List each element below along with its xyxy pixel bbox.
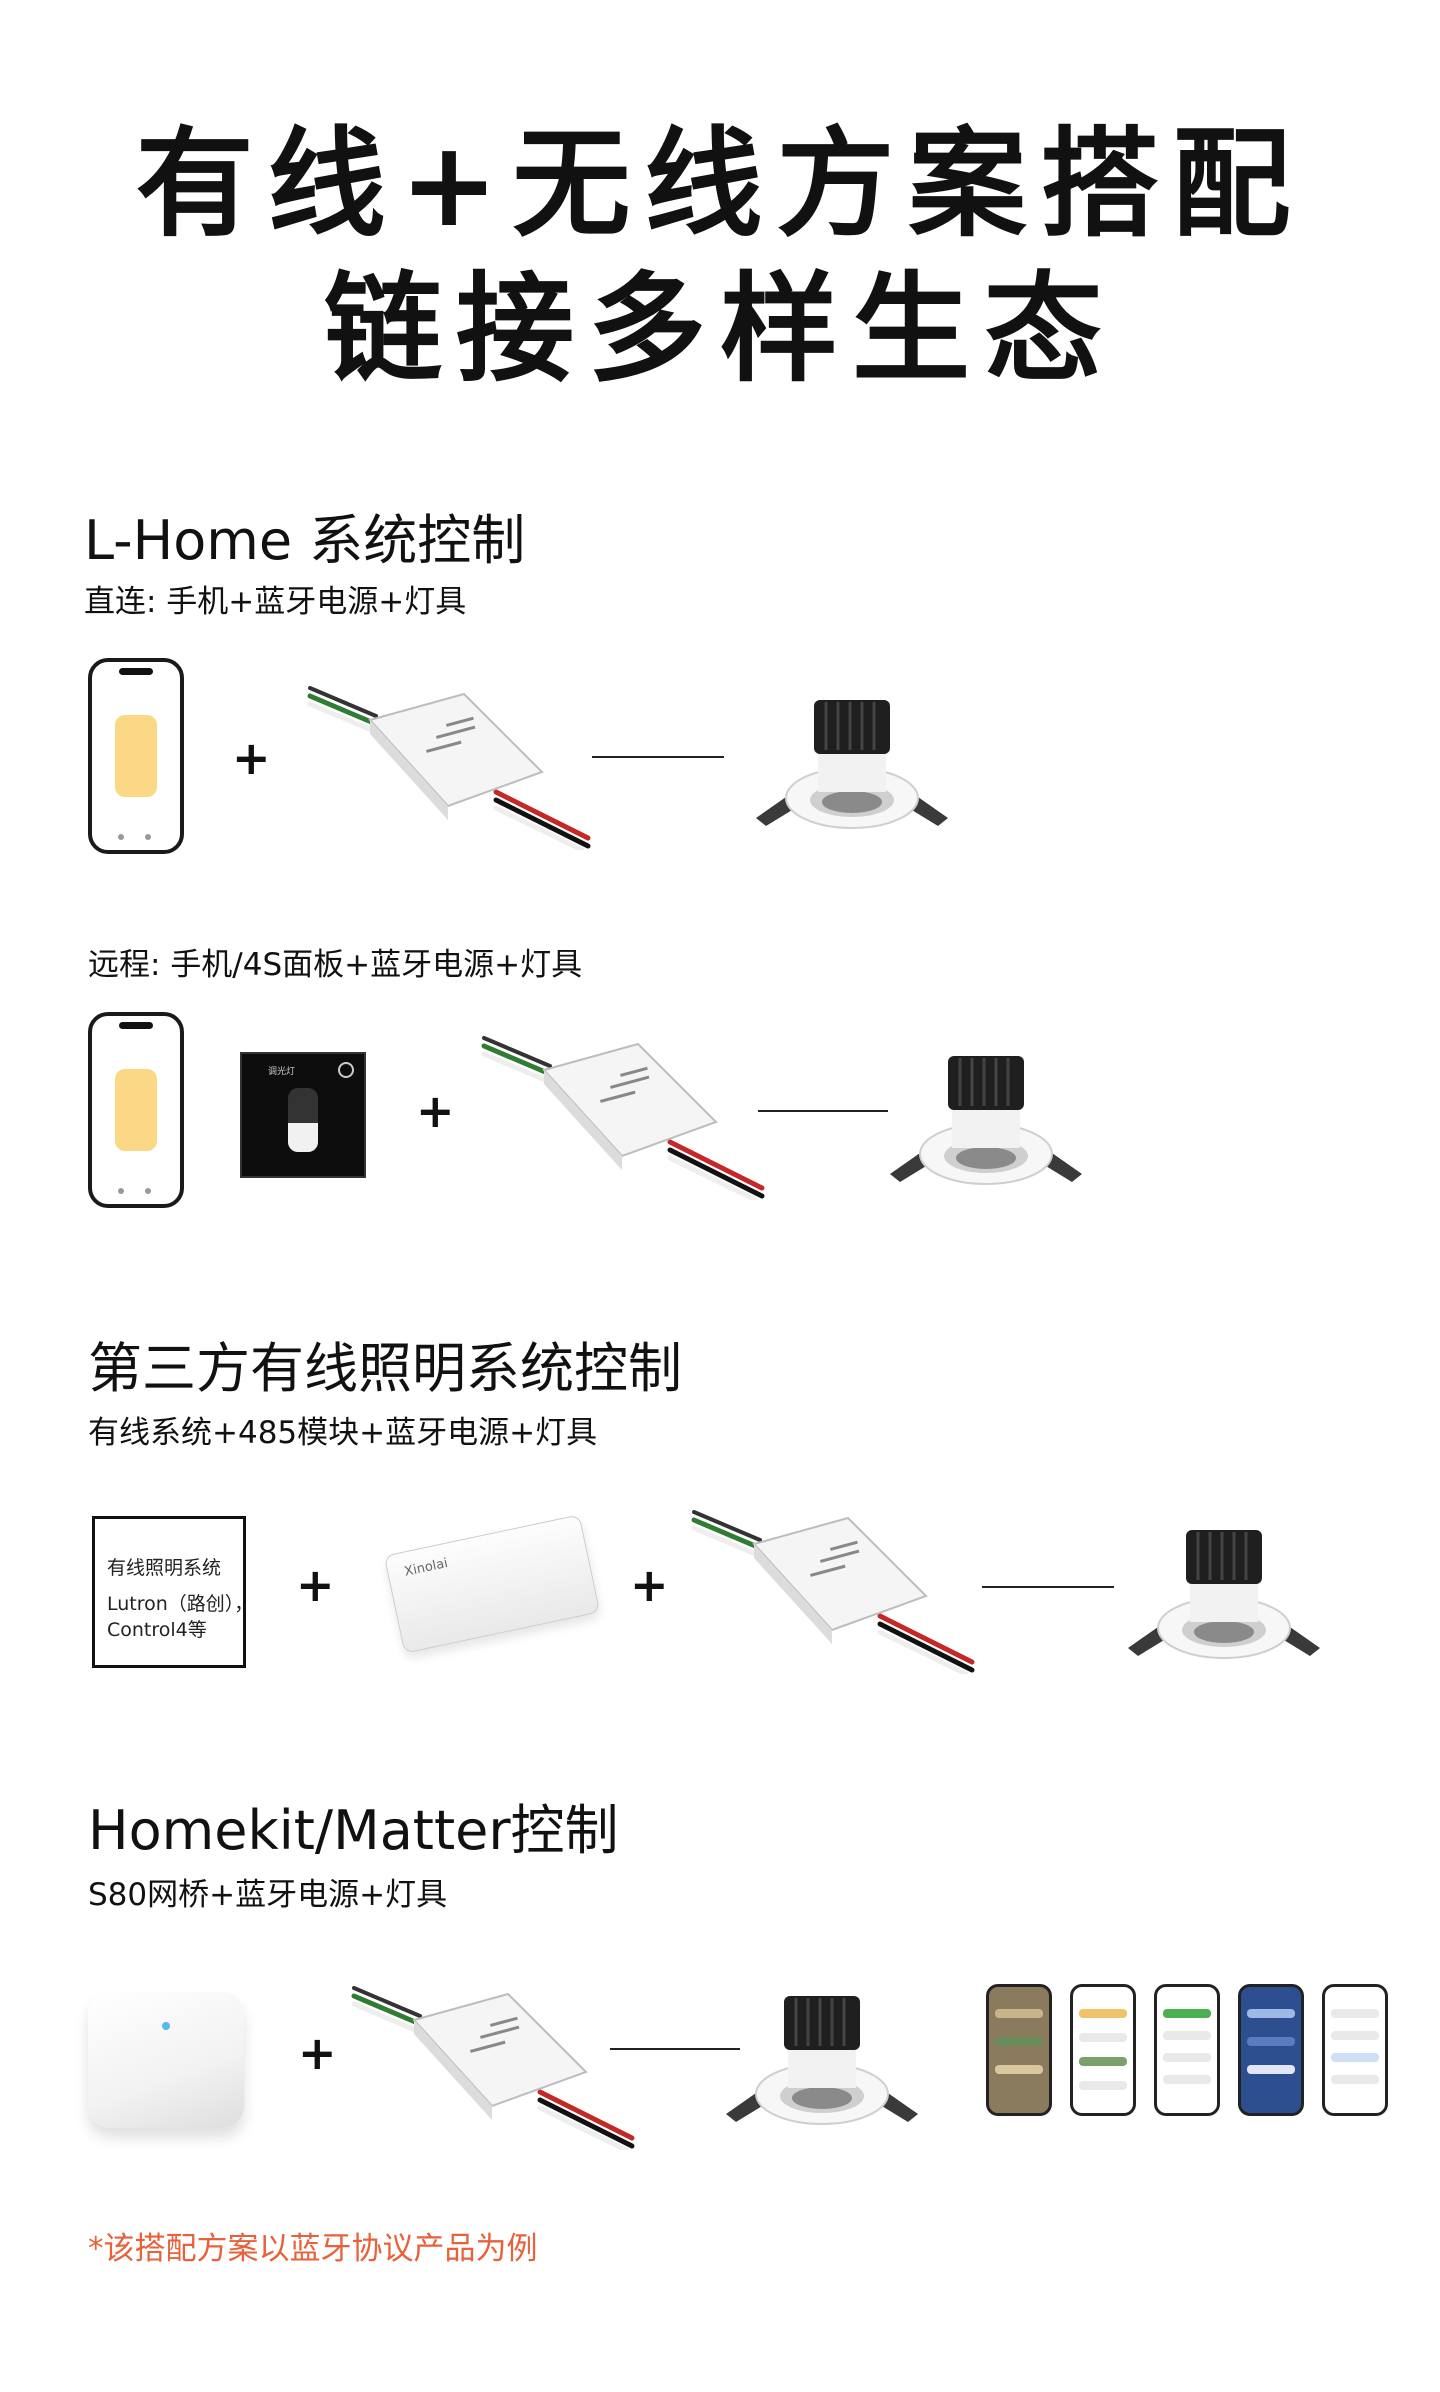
- bluetooth-power-supply-image: [351, 1986, 635, 2150]
- downlight-image: [890, 1056, 1082, 1185]
- section-homekit-heading: Homekit/Matter控制: [88, 1799, 619, 1862]
- app-screenshot: [1238, 1984, 1304, 2116]
- page-title-line1: 有线+无线方案搭配: [135, 115, 1305, 253]
- rs485-module-image: Xinolai: [383, 1514, 601, 1654]
- panel-label: 调光灯: [268, 1067, 296, 1077]
- bluetooth-power-supply-image: [691, 1510, 975, 1674]
- module-brand: Xinolai: [403, 1555, 450, 1580]
- section-lhome-heading: L-Home 系统控制: [84, 509, 526, 572]
- connector-line: [610, 2048, 740, 2050]
- wired-system-box-line3: Control4等: [107, 1619, 207, 1641]
- plus-sign: +: [296, 1558, 335, 1612]
- section-wired-heading: 第三方有线照明系统控制: [88, 1337, 682, 1400]
- connector-line: [982, 1586, 1114, 1588]
- footnote: *该搭配方案以蓝牙协议产品为例: [88, 2231, 538, 2267]
- phone-image: [88, 1012, 184, 1208]
- downlight-image: [756, 700, 948, 829]
- power-icon: [338, 1062, 354, 1078]
- app-screenshot: [986, 1984, 1052, 2116]
- app-screenshot: [1070, 1984, 1136, 2116]
- smart-panel-image: 调光灯: [240, 1052, 366, 1178]
- wired-system-box: 有线照明系统 Lutron（路创）， Control4等: [92, 1516, 253, 1668]
- plus-sign: +: [416, 1084, 455, 1138]
- bluetooth-power-supply-image: [307, 686, 591, 850]
- plus-sign: +: [630, 1558, 669, 1612]
- downlight-image: [1128, 1530, 1320, 1659]
- downlight-image: [726, 1996, 918, 2125]
- plus-sign: +: [232, 731, 271, 785]
- plus-sign: +: [298, 2026, 337, 2080]
- section-lhome-remote-label: 远程: 手机/4S面板+蓝牙电源+灯具: [88, 947, 583, 983]
- page-title-line2: 链接多样生态: [323, 260, 1116, 398]
- s80-gateway-image: [88, 1992, 244, 2128]
- connector-line: [592, 756, 724, 758]
- connector-line: [758, 1110, 888, 1112]
- section-wired-subheading: 有线系统+485模块+蓝牙电源+灯具: [88, 1415, 598, 1451]
- app-screenshot: [1154, 1984, 1220, 2116]
- app-screenshot: [1322, 1984, 1388, 2116]
- bluetooth-power-supply-image: [481, 1036, 765, 1200]
- section-lhome-direct-label: 直连: 手机+蓝牙电源+灯具: [84, 584, 467, 620]
- wired-system-box-line2: Lutron（路创），: [107, 1593, 254, 1615]
- section-homekit-subheading: S80网桥+蓝牙电源+灯具: [88, 1877, 448, 1913]
- phone-image: [88, 658, 184, 854]
- wired-system-box-line1: 有线照明系统: [107, 1557, 222, 1579]
